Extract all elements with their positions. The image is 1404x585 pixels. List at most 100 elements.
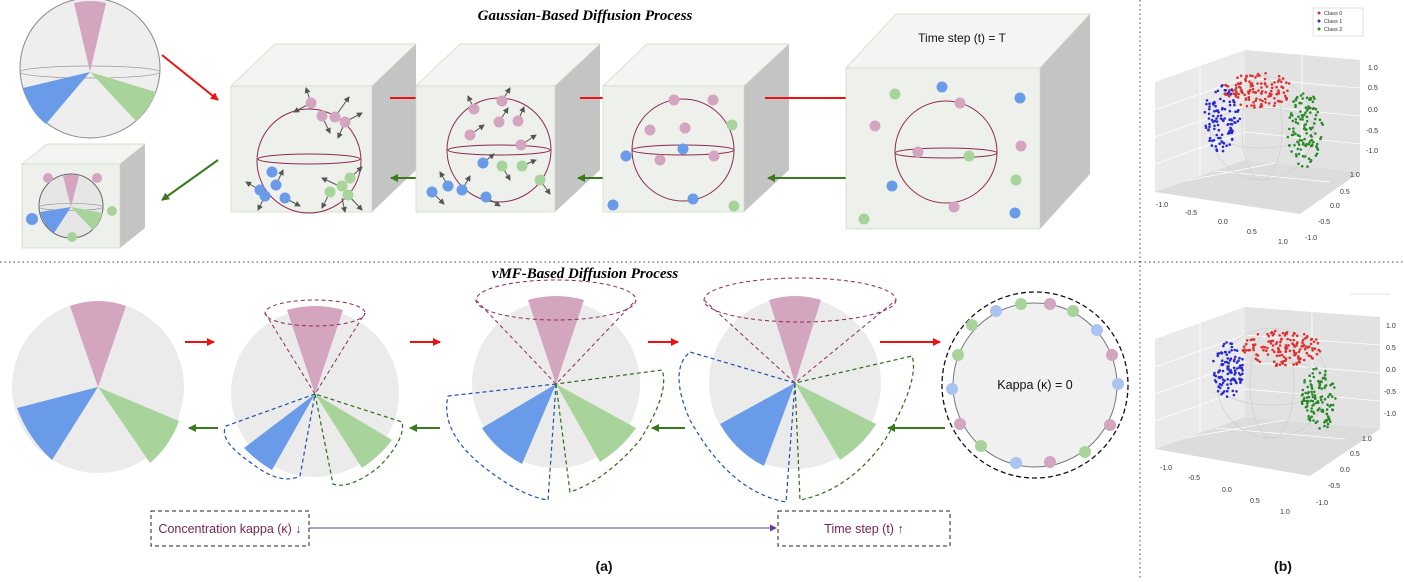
scatter-point <box>1216 123 1220 127</box>
scatter-point <box>1244 98 1248 101</box>
scatter-point <box>1203 110 1207 114</box>
scatter-point <box>1223 390 1226 393</box>
scatter-point <box>1275 354 1279 358</box>
scatter-point <box>1323 373 1327 377</box>
scatter-point <box>1296 341 1299 344</box>
scatter-point <box>1309 139 1312 143</box>
scatter-point <box>1280 353 1284 357</box>
scatter-point <box>1224 83 1227 87</box>
scatter-point <box>1312 140 1315 144</box>
scatter-point <box>1264 72 1267 75</box>
z-tick: 0.0 <box>1386 367 1396 374</box>
kappa-zero-sphere: Kappa (κ) = 0 <box>941 291 1129 479</box>
scatter-point <box>1305 336 1308 339</box>
scatter-point <box>1280 85 1283 88</box>
scatter-point <box>1233 369 1237 372</box>
scatter-point <box>1250 104 1253 107</box>
scatter-point <box>1318 118 1322 122</box>
scatter-point <box>1294 99 1298 102</box>
scatter-point <box>1225 353 1229 356</box>
scatter-point <box>1215 117 1218 120</box>
scatter-point <box>1328 418 1331 421</box>
scatter-point <box>1235 349 1239 352</box>
z-tick: 1.0 <box>1368 65 1378 72</box>
scatter-point <box>1291 119 1295 123</box>
scatter-point <box>1211 120 1215 123</box>
scatter-point <box>1266 332 1269 336</box>
scatter-point <box>1205 99 1209 102</box>
scatter-point <box>1239 379 1242 383</box>
scatter-point <box>1308 417 1312 420</box>
y-tick: -1.0 <box>1316 500 1328 507</box>
x-tick: -1.0 <box>1160 465 1172 472</box>
scatter-point <box>1293 332 1296 335</box>
scatter-point <box>1278 363 1282 367</box>
scatter-point <box>1313 390 1316 394</box>
scatter-point <box>1316 341 1320 345</box>
x-tick: 0.0 <box>1218 219 1228 226</box>
scatter-point <box>1278 344 1282 347</box>
scatter-point <box>1279 340 1282 344</box>
scatter-point <box>1256 333 1260 336</box>
scatter-point <box>1219 136 1222 140</box>
scatter-point <box>1301 388 1305 392</box>
scatter-point <box>1223 107 1227 111</box>
scatter-point <box>1279 350 1282 354</box>
scatter-point <box>1218 369 1221 373</box>
scatter-point <box>1326 425 1329 429</box>
scatter-point <box>1250 82 1254 85</box>
scatter-point <box>1221 363 1224 367</box>
scatter-point <box>1233 103 1236 107</box>
scatter-point <box>1309 159 1313 162</box>
z-tick: 0.5 <box>1386 345 1396 352</box>
scatter-point <box>1316 420 1319 423</box>
kappa-zero-label: Kappa (κ) = 0 <box>997 378 1072 392</box>
scatter-point <box>1239 82 1242 85</box>
scatter-point <box>1235 381 1238 385</box>
scatter-point <box>1269 339 1273 343</box>
scatter-point <box>1302 343 1306 347</box>
scatter-point <box>1311 126 1314 129</box>
scatter-point <box>1284 359 1287 363</box>
scatter-point <box>1307 414 1310 418</box>
scatter-point <box>1284 344 1288 347</box>
scatter-point <box>1271 339 1275 343</box>
scatter-point <box>1226 357 1230 360</box>
scatter-point <box>1278 354 1281 357</box>
scatter-point <box>1311 399 1315 403</box>
scatter-point <box>1227 386 1230 390</box>
scatter-point <box>1234 84 1238 87</box>
scatter-point <box>1325 412 1329 416</box>
scatter-point <box>1208 139 1211 142</box>
scatter-point <box>1266 346 1269 350</box>
scatter-point <box>1316 148 1320 151</box>
timestep-T-label: Time step (t) = T <box>918 31 1006 45</box>
z-tick: 0.0 <box>1368 107 1378 114</box>
z-tick: 0.5 <box>1368 85 1378 92</box>
x-tick: 1.0 <box>1278 239 1288 246</box>
scatter-point <box>1254 91 1257 94</box>
scatter-point <box>1263 77 1267 81</box>
scatter-point <box>1204 126 1208 130</box>
vmf-title: vMF-Based Diffusion Process <box>492 266 679 282</box>
scatter-point <box>1289 338 1292 342</box>
scatter-point <box>1305 128 1308 131</box>
timestep-up-label: Time step (t) ↑ <box>824 522 903 536</box>
scatter-point <box>1280 100 1283 103</box>
scatter-point <box>1241 369 1244 372</box>
scatter-point <box>1331 408 1335 412</box>
scatter-point <box>1226 123 1230 126</box>
scatter-point <box>1229 122 1232 126</box>
scatter-point <box>1326 422 1330 426</box>
timestep-box <box>777 510 951 547</box>
scatter-point <box>1301 143 1305 146</box>
scatter-point <box>1230 349 1233 352</box>
scatter-point <box>1254 99 1257 102</box>
scatter-point <box>1286 337 1289 341</box>
scatter-point <box>1245 74 1248 78</box>
scatter-point <box>1208 122 1211 126</box>
scatter-point <box>1229 342 1232 345</box>
scatter-point <box>1313 347 1317 351</box>
scatter-point <box>1318 371 1322 375</box>
scatter-plot-bottom: 1.0 0.5 0.0 -0.5 -1.0 -1.0 -0.5 0.0 0.5 … <box>1154 293 1396 516</box>
